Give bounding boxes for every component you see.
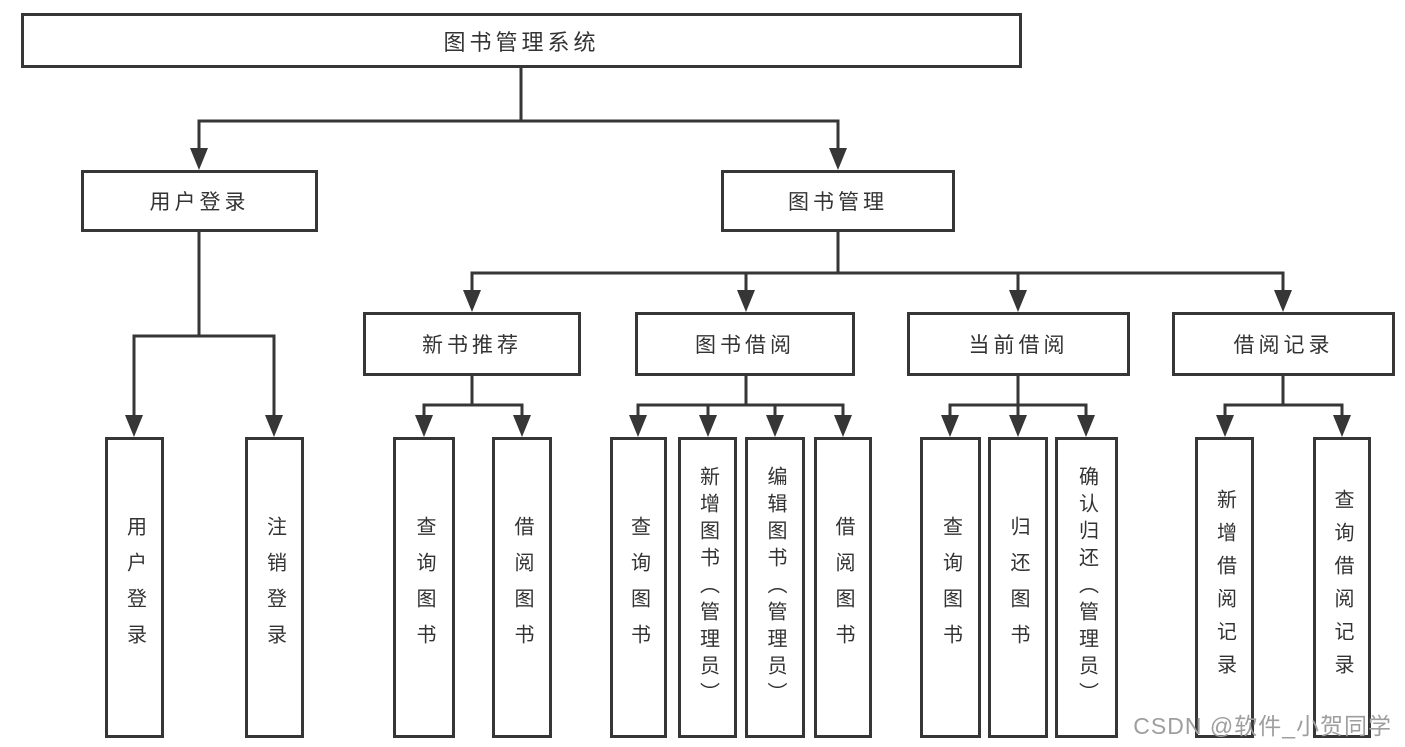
tree-branch-lines <box>132 64 1344 407</box>
node-label: 图书管理 <box>788 191 888 214</box>
leaf-query-books-recommend: 查询图书 <box>393 437 455 738</box>
leaf-add-borrowing-record: 新增借阅记录 <box>1195 437 1254 738</box>
leaf-return-books: 归还图书 <box>988 437 1048 738</box>
node-label: 图书管理系统 <box>443 29 600 55</box>
node-borrowing-records: 借阅记录 <box>1172 312 1395 376</box>
node-label: 确认归还（管理员） <box>1075 466 1098 709</box>
node-label: 借阅图书 <box>832 515 854 660</box>
leaf-query-borrowing-record: 查询借阅记录 <box>1313 437 1371 738</box>
leaf-query-books-current: 查询图书 <box>920 437 981 738</box>
node-book-borrowing: 图书借阅 <box>635 312 855 376</box>
node-label: 查询图书 <box>939 515 962 660</box>
node-label: 查询借阅记录 <box>1331 488 1353 687</box>
node-book-management: 图书管理 <box>721 170 955 232</box>
node-label: 用户登录 <box>123 515 146 660</box>
node-label: 注销登录 <box>263 515 286 660</box>
node-label: 新增图书（管理员） <box>696 466 719 709</box>
node-root-system: 图书管理系统 <box>21 13 1022 68</box>
node-label: 借阅图书 <box>511 515 533 660</box>
leaf-borrow-books-borrowing: 借阅图书 <box>814 437 872 738</box>
arrow-shafts <box>132 121 1344 420</box>
node-label: 新增借阅记录 <box>1213 488 1236 687</box>
node-user-login: 用户登录 <box>81 170 318 232</box>
node-label: 图书借阅 <box>695 334 795 357</box>
node-label: 用户登录 <box>149 191 250 214</box>
leaf-logout: 注销登录 <box>245 437 304 738</box>
csdn-watermark: CSDN @软件_小贺同学 <box>1133 713 1392 739</box>
leaf-edit-books-admin: 编辑图书（管理员） <box>745 437 805 738</box>
leaf-query-books-borrowing: 查询图书 <box>610 437 667 738</box>
arrow-heads <box>125 148 1351 437</box>
node-label: 借阅记录 <box>1233 334 1334 357</box>
node-label: 归还图书 <box>1007 515 1029 660</box>
leaf-add-books-admin: 新增图书（管理员） <box>678 437 737 738</box>
node-label: 查询图书 <box>627 515 650 660</box>
node-new-book-recommend: 新书推荐 <box>363 312 581 376</box>
node-label: 查询图书 <box>413 515 435 660</box>
leaf-borrow-books-recommend: 借阅图书 <box>492 437 552 738</box>
node-label: 新书推荐 <box>422 334 522 357</box>
leaf-user-login: 用户登录 <box>105 437 164 738</box>
node-label: 当前借阅 <box>968 334 1069 357</box>
node-label: 编辑图书（管理员） <box>764 466 786 709</box>
node-current-borrowing: 当前借阅 <box>907 312 1130 376</box>
leaf-confirm-return-admin: 确认归还（管理员） <box>1055 437 1118 738</box>
